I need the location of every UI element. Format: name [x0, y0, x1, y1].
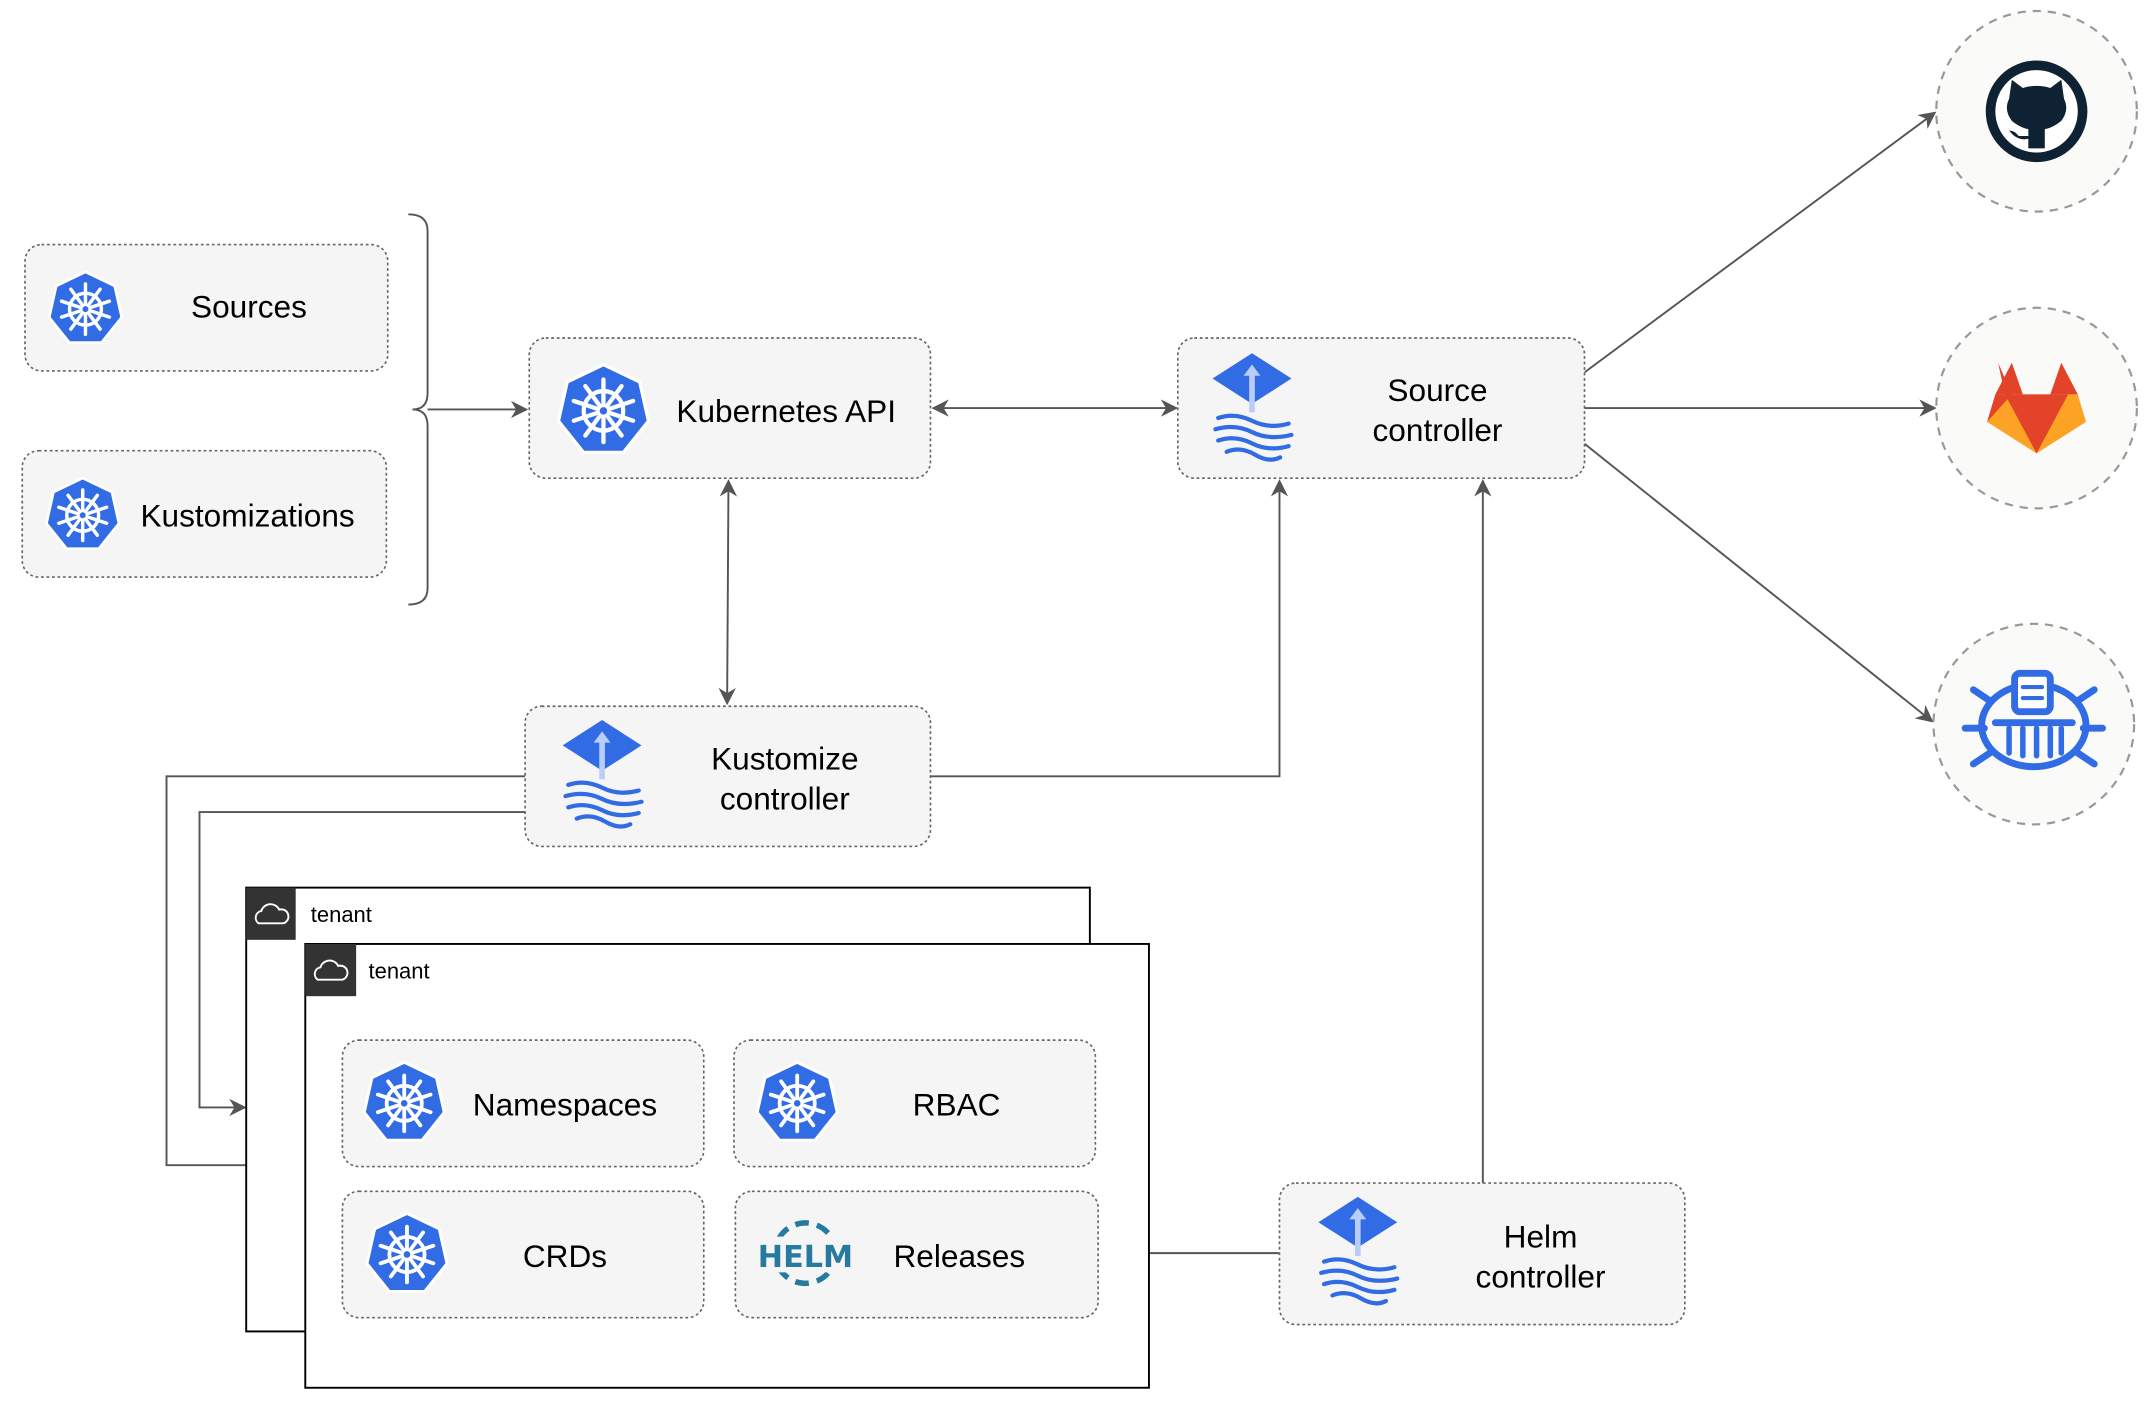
external-gitlab[interactable] [1935, 306, 2138, 510]
node-sources[interactable]: Sources [24, 243, 389, 372]
node-helm-controller[interactable]: Helm controller [1278, 1182, 1686, 1326]
edge-api-kustomize-controller [718, 479, 738, 706]
gitlab-icon [1987, 362, 2087, 454]
node-label: Sources [191, 288, 307, 324]
external-github[interactable] [1935, 9, 2138, 213]
external-chartmuseum[interactable] [1932, 622, 2136, 826]
edge-kustomize-to-tenant-back [198, 811, 526, 1117]
cloud-icon [254, 903, 290, 925]
tenant-label: tenant [369, 958, 430, 983]
node-kustomize-controller[interactable]: Kustomize controller [524, 705, 932, 848]
node-kustomizations[interactable]: Kustomizations [21, 449, 388, 578]
edge-kustomize-to-source [930, 479, 1289, 778]
node-label-line2: controller [1476, 1258, 1606, 1294]
node-label: Kustomizations [140, 497, 354, 533]
node-label: Kubernetes API [676, 393, 896, 429]
node-label: Namespaces [473, 1087, 657, 1123]
edge-source-to-chartmuseum [1583, 443, 1934, 723]
node-label-line1: Helm [1504, 1219, 1578, 1255]
helm-icon: HELM [758, 1220, 853, 1287]
node-rbac[interactable]: RBAC [733, 1039, 1097, 1168]
github-icon [1985, 60, 2088, 163]
node-label: Releases [893, 1238, 1025, 1274]
node-label-line1: Source [1387, 372, 1487, 408]
node-label: CRDs [523, 1238, 607, 1274]
chartmuseum-icon [1961, 669, 2106, 771]
bracket [408, 213, 429, 606]
node-label: RBAC [913, 1087, 1001, 1123]
edge-kustomize-to-tenant-front [165, 775, 526, 1174]
node-label-line2: controller [720, 780, 850, 816]
node-label-line1: Kustomize [711, 740, 858, 776]
node-source-controller[interactable]: Source controller [1176, 337, 1586, 479]
edge-source-to-github [1583, 111, 1937, 374]
cloud-icon [313, 959, 349, 981]
node-crds[interactable]: CRDs [341, 1190, 705, 1319]
node-label-line2: controller [1373, 412, 1503, 448]
tenant-label: tenant [311, 902, 372, 927]
node-releases[interactable]: HELM Releases [734, 1190, 1099, 1319]
node-kubernetes-api[interactable]: Kubernetes API [528, 337, 932, 479]
helm-logo-text: HELM [758, 1240, 853, 1275]
node-namespaces[interactable]: Namespaces [341, 1039, 705, 1168]
